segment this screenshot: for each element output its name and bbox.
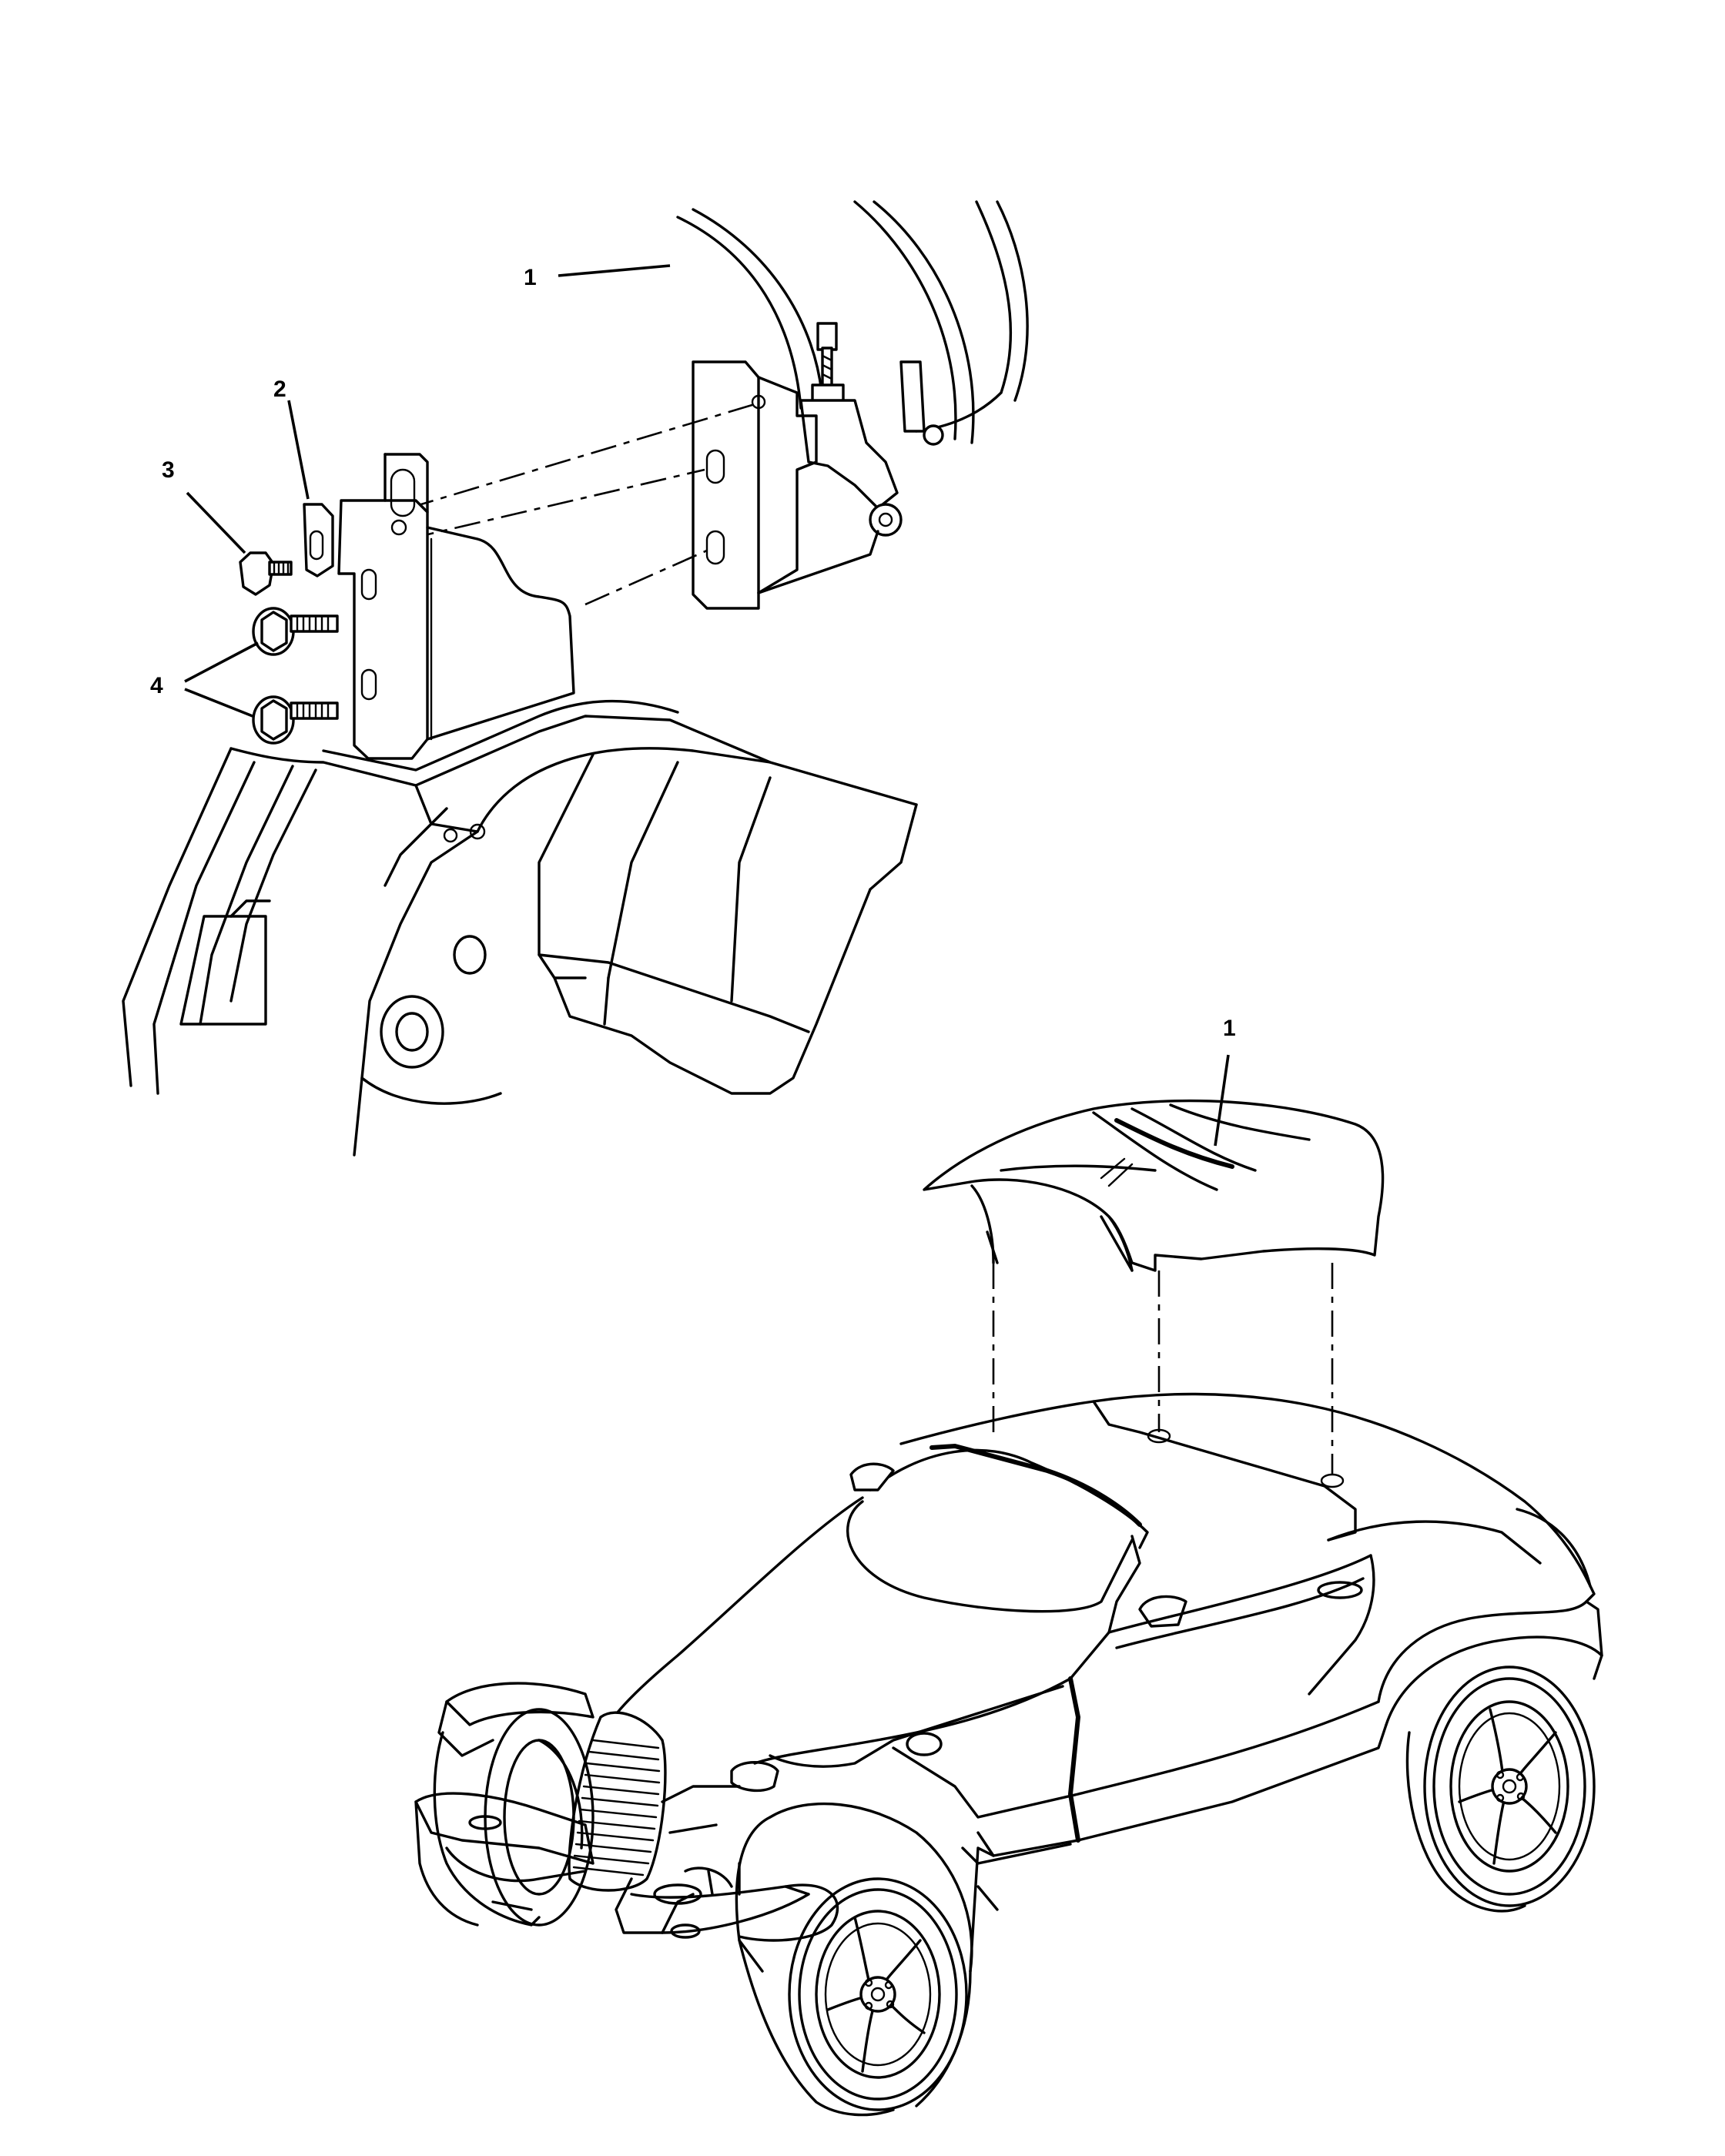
screw-item-3 xyxy=(239,551,293,596)
callout-1-bottom: 1 xyxy=(1223,1016,1236,1041)
bracket-detail-view xyxy=(122,200,1029,1157)
roof-panel-edge-arcs xyxy=(676,200,1029,444)
car-body xyxy=(414,1392,1596,1942)
grille-bars xyxy=(572,1739,661,1876)
callout-leaders xyxy=(184,264,1230,1147)
body-structure xyxy=(122,699,918,1157)
callout-2: 2 xyxy=(273,377,286,402)
bolt-item-4-lower xyxy=(252,695,339,745)
mounting-bracket xyxy=(337,453,575,760)
callout-1-top: 1 xyxy=(524,265,537,290)
front-right-wheel xyxy=(735,1802,999,2117)
vehicle-overview xyxy=(414,1099,1603,2117)
bolt-item-4-upper xyxy=(252,607,339,656)
callout-4: 4 xyxy=(150,673,163,698)
front-left-wheel xyxy=(414,1682,595,1927)
removable-roof-panel xyxy=(923,1099,1385,1272)
alignment-lines-top xyxy=(407,403,755,606)
rear-right-wheel xyxy=(1377,1600,1603,1913)
latch-assembly xyxy=(799,322,944,537)
shim-plate xyxy=(303,503,334,578)
callout-3: 3 xyxy=(162,457,175,483)
striker-plate xyxy=(692,360,879,610)
alignment-lines-bottom xyxy=(986,1215,1334,1475)
